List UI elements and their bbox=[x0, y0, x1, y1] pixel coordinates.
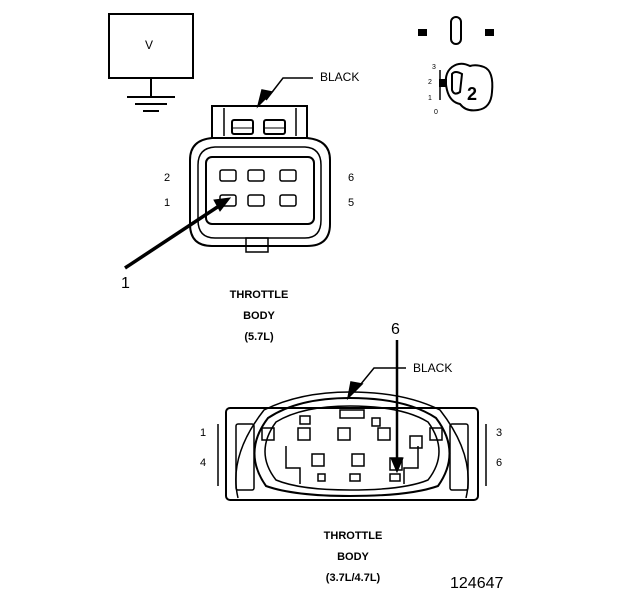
connector-5-7l-caption-3: (5.7L) bbox=[244, 331, 274, 343]
figure-id: 124647 bbox=[450, 575, 504, 592]
connector-5-7l-pin-1: 1 bbox=[164, 197, 171, 209]
black-leader-5-7l bbox=[256, 77, 313, 109]
ignition-key-icon bbox=[418, 16, 494, 112]
connector-5-7l-pin-2: 2 bbox=[164, 172, 171, 184]
key-setting: 2 bbox=[467, 84, 478, 104]
ground-icon bbox=[127, 96, 175, 112]
connector-3-7l-4-7l-color: BLACK bbox=[413, 361, 453, 375]
connector-3-7l-4-7l-pin-6: 6 bbox=[496, 457, 503, 469]
connector-3-7l-4-7l-pin-1: 1 bbox=[200, 427, 207, 439]
connector-3-7l-4-7l-caption-2: BODY bbox=[337, 551, 369, 563]
connector-3-7l-4-7l-probe-pin: 6 bbox=[391, 321, 400, 338]
connector-3-7l-4-7l bbox=[217, 391, 487, 501]
connector-5-7l-cavities bbox=[219, 169, 297, 207]
connector-3-7l-4-7l-pin-4: 4 bbox=[200, 457, 207, 469]
black-leader-3-7l-4-7l bbox=[346, 367, 406, 401]
key-position-1: 1 bbox=[428, 95, 432, 102]
connector-5-7l bbox=[189, 105, 331, 253]
connector-5-7l-caption-1: THROTTLE bbox=[229, 289, 289, 301]
key-position-3: 3 bbox=[432, 64, 436, 71]
connector-3-7l-4-7l-caption-3: (3.7L/4.7L) bbox=[325, 572, 381, 584]
connector-3-7l-4-7l-cavities bbox=[261, 415, 443, 482]
probe-arrow-pin-1 bbox=[124, 197, 232, 270]
connector-3-7l-4-7l-pin-3: 3 bbox=[496, 427, 503, 439]
connector-5-7l-color: BLACK bbox=[320, 70, 360, 84]
key-position-2: 2 bbox=[428, 79, 432, 86]
connector-5-7l-pin-6: 6 bbox=[348, 172, 355, 184]
voltmeter-symbol: V bbox=[145, 38, 154, 52]
connector-5-7l-pin-5: 5 bbox=[348, 197, 355, 209]
connector-3-7l-4-7l-caption-1: THROTTLE bbox=[323, 530, 383, 542]
voltmeter bbox=[108, 13, 194, 112]
connector-5-7l-probe-pin: 1 bbox=[121, 275, 130, 292]
key-position-0: 0 bbox=[434, 109, 438, 116]
connector-5-7l-caption-2: BODY bbox=[243, 310, 275, 322]
probe-arrow-pin-6 bbox=[390, 340, 404, 474]
